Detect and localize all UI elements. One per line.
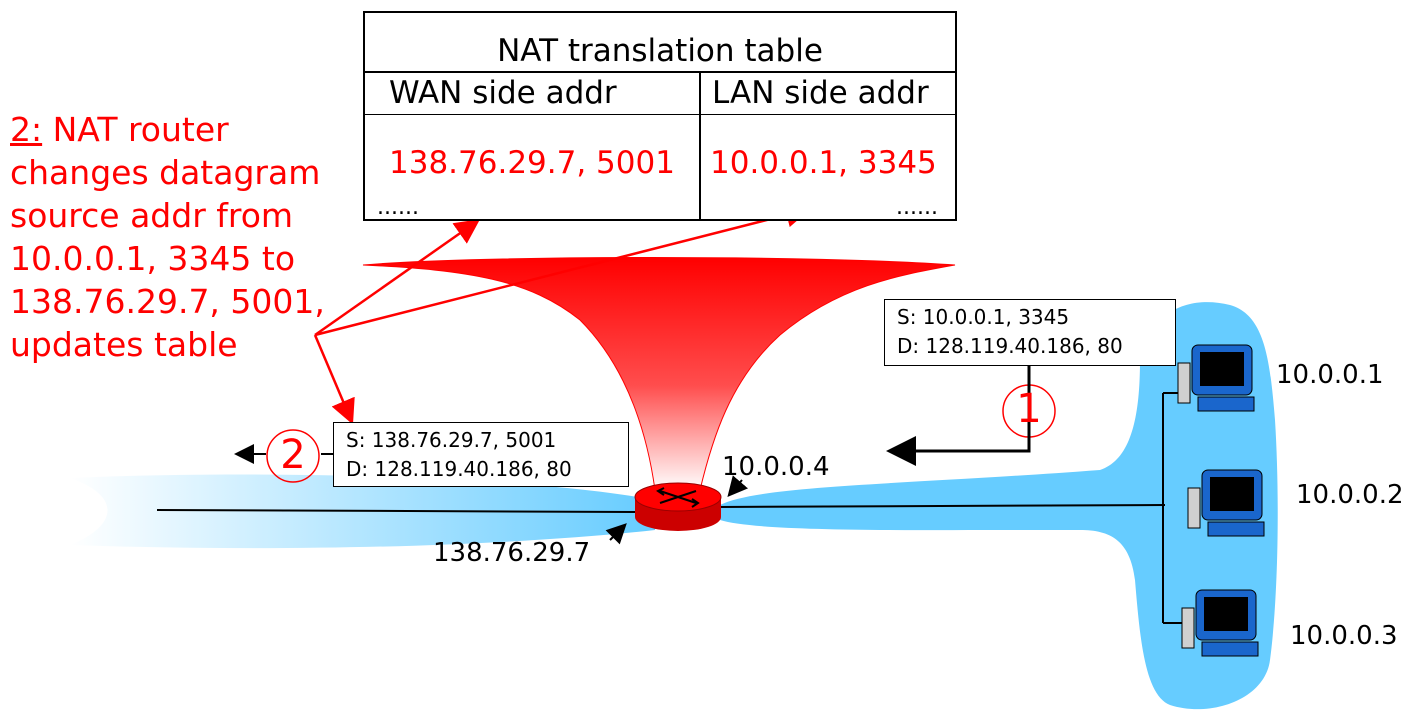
lan-datagram-source: S: 10.0.0.1, 3345 [897,305,1070,329]
router-wan-pointer [605,523,627,545]
lan-ellipsis: ...... [896,195,938,220]
table-title: NAT translation table [497,33,823,69]
arrow-to-wan-packet [313,334,355,425]
host-2-address: 10.0.0.2 [1296,480,1404,510]
wan-datagram-dest: D: 128.119.40.186, 80 [346,457,572,481]
annotation-line: updates table [10,325,238,364]
wan-entry: 138.76.29.7, 5001 [389,145,675,181]
annotation-line: source addr from [10,196,294,235]
annotation-line: 138.76.29.7, 5001, [10,282,325,321]
nat-translation-table: NAT translation table WAN side addr LAN … [363,11,957,221]
wan-header: WAN side addr [389,75,617,111]
host-computer-icon-2 [1187,469,1265,537]
lan-header: LAN side addr [712,75,929,111]
lan-datagram: S: 10.0.0.1, 3345 D: 128.119.40.186, 80 [884,299,1176,366]
lan-link [717,504,1166,508]
wan-datagram: S: 138.76.29.7, 5001 D: 128.119.40.186, … [333,422,629,487]
router-lan-address: 10.0.0.4 [722,452,830,482]
nat-router [634,482,722,531]
annotation-line: changes datagram [10,153,321,192]
arrow-to-lan-entry [314,202,811,337]
step-1-label: 1 [1016,386,1042,432]
step-2-circle [266,429,320,483]
translation-funnel [362,257,956,491]
annotation-step: 2: [10,110,43,149]
router-lan-pointer [727,475,749,498]
wan-link [156,509,641,513]
router-wan-address: 138.76.29.7 [433,538,591,568]
packet-1-direction-arrow [886,366,1031,466]
step-2-label: 2 [280,432,306,478]
step-2-annotation: 2: NAT router changes datagram source ad… [10,108,325,366]
host-3-address: 10.0.0.3 [1290,621,1398,651]
annotation-line: NAT router [42,110,229,149]
wan-datagram-source: S: 138.76.29.7, 5001 [346,428,557,452]
wan-ellipsis: ...... [377,195,419,220]
annotation-line: 10.0.0.1, 3345 to [10,239,296,278]
host-1-address: 10.0.0.1 [1276,360,1384,390]
host-computer-icon-1 [1177,344,1255,412]
arrow-to-wan-entry [314,219,481,337]
lan-datagram-dest: D: 128.119.40.186, 80 [897,334,1123,358]
lan-entry: 10.0.0.1, 3345 [710,145,937,181]
host-computer-icon-3 [1181,589,1259,657]
